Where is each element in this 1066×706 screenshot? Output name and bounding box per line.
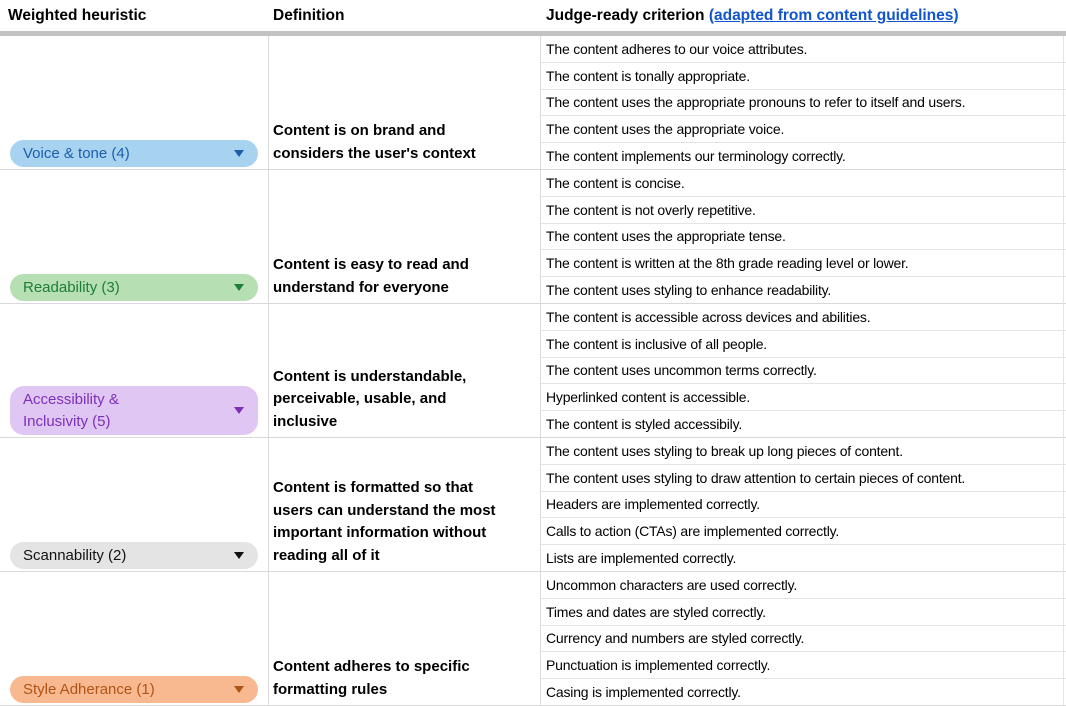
heuristic-dropdown-readability[interactable]: Readability (3): [10, 273, 258, 301]
heuristic-cell: Readability (3): [0, 170, 268, 303]
criterion-cell: Hyperlinked content is accessible.: [540, 384, 1066, 412]
criteria-cells: The content uses styling to break up lon…: [540, 438, 1066, 571]
criterion-cell: The content uses the appropriate pronoun…: [540, 90, 1066, 117]
column-gridline: [540, 36, 541, 706]
criterion-cell: The content is accessible across devices…: [540, 304, 1066, 331]
criterion-cell: The content is concise.: [540, 170, 1066, 197]
dropdown-arrow-icon: [234, 407, 244, 414]
group-readability: Readability (3) Content is easy to read …: [0, 170, 1066, 304]
definition-text: Content is formatted so that users can u…: [273, 479, 496, 564]
criterion-cell: The content is not overly repetitive.: [540, 197, 1066, 224]
header-judge-ready: Judge-ready criterion (adapted from cont…: [540, 7, 1066, 25]
dropdown-arrow-icon: [234, 551, 244, 559]
heuristic-dropdown-scannability[interactable]: Scannability (2): [10, 541, 258, 569]
criterion-cell: The content uses styling to break up lon…: [540, 438, 1066, 465]
group-accessibility-inclusivity: Accessibility & Inclusivity (5) Content …: [0, 304, 1066, 438]
table-header-row: Weighted heuristic Definition Judge-read…: [0, 0, 1066, 31]
header-judge-ready-text: Judge-ready criterion: [546, 6, 705, 24]
heuristic-cell: Style Adherance (1): [0, 572, 268, 705]
criteria-cells: The content is concise. The content is n…: [540, 170, 1066, 303]
criterion-cell: Casing is implemented correctly.: [546, 684, 741, 701]
group-scannability: Scannability (2) Content is formatted so…: [0, 438, 1066, 572]
criterion-cell: The content is styled accessibily.: [546, 416, 743, 433]
criterion-cell: Lists are implemented correctly.: [546, 550, 737, 567]
heuristic-dropdown-voice-tone[interactable]: Voice & tone (4): [10, 139, 258, 167]
definition-cell: Content is easy to read and understand f…: [268, 170, 540, 303]
criteria-cells: The content is accessible across devices…: [540, 304, 1066, 437]
content-guidelines-link[interactable]: (adapted from content guidelines): [708, 6, 959, 24]
criterion-cell: The content uses the appropriate tense.: [540, 224, 1066, 251]
definition-text: Content is on brand and considers the us…: [273, 122, 476, 162]
definition-text: Content adheres to specific formatting r…: [273, 658, 470, 698]
group-style-adherance: Style Adherance (1) Content adheres to s…: [0, 572, 1066, 706]
criterion-cell: The content uses styling to draw attenti…: [540, 465, 1066, 492]
definition-text: Content is easy to read and understand f…: [273, 256, 469, 296]
criterion-cell: The content is tonally appropriate.: [540, 63, 1066, 90]
criterion-cell: The content is written at the 8th grade …: [540, 250, 1066, 278]
column-gridline: [268, 36, 269, 706]
criterion-cell: The content uses uncommon terms correctl…: [540, 358, 1066, 385]
definition-cell: Content is formatted so that users can u…: [268, 438, 540, 571]
criterion-cell: Currency and numbers are styled correctl…: [540, 626, 1066, 653]
group-voice-tone: Voice & tone (4) Content is on brand and…: [0, 36, 1066, 170]
heuristic-dropdown-style-adherance[interactable]: Style Adherance (1): [10, 675, 258, 703]
criteria-cells: The content adheres to our voice attribu…: [540, 36, 1066, 169]
header-weighted-heuristic: Weighted heuristic: [8, 6, 147, 24]
criterion-cell: Calls to action (CTAs) are implemented c…: [540, 518, 1066, 546]
criterion-cell: The content implements our terminology c…: [546, 148, 846, 165]
criterion-cell: The content uses the appropriate voice.: [540, 116, 1066, 144]
criterion-cell: The content adheres to our voice attribu…: [540, 36, 1066, 63]
criterion-cell: Punctuation is implemented correctly.: [540, 652, 1066, 680]
heuristic-cell: Scannability (2): [0, 438, 268, 571]
header-definition: Definition: [273, 6, 345, 24]
criterion-cell: The content is inclusive of all people.: [540, 331, 1066, 358]
heuristic-dropdown-accessibility-inclusivity[interactable]: Accessibility & Inclusivity (5): [10, 386, 258, 435]
definition-cell: Content is understandable, perceivable, …: [268, 304, 540, 437]
dropdown-arrow-icon: [234, 149, 244, 157]
heuristic-cell: Voice & tone (4): [0, 36, 268, 169]
criteria-cells: Uncommon characters are used correctly. …: [540, 572, 1066, 705]
dropdown-arrow-icon: [234, 685, 244, 693]
criterion-cell: The content uses styling to enhance read…: [546, 282, 832, 299]
heuristic-label: Scannability (2): [23, 546, 127, 564]
dropdown-arrow-icon: [234, 283, 244, 291]
definition-cell: Content is on brand and considers the us…: [268, 36, 540, 169]
heuristic-label: Voice & tone (4): [23, 144, 130, 162]
heuristic-cell: Accessibility & Inclusivity (5): [0, 304, 268, 437]
frozen-row-divider: [0, 31, 1066, 36]
criterion-cell: Times and dates are styled correctly.: [540, 599, 1066, 626]
definition-text: Content is understandable, perceivable, …: [273, 367, 467, 430]
criterion-cell: Headers are implemented correctly.: [540, 492, 1066, 519]
criterion-cell: Uncommon characters are used correctly.: [540, 572, 1066, 599]
heuristic-label: Style Adherance (1): [23, 680, 155, 698]
heuristic-label: Accessibility & Inclusivity (5): [23, 391, 119, 430]
definition-cell: Content adheres to specific formatting r…: [268, 572, 540, 705]
heuristic-label: Readability (3): [23, 278, 120, 296]
column-gridline: [1063, 36, 1064, 706]
